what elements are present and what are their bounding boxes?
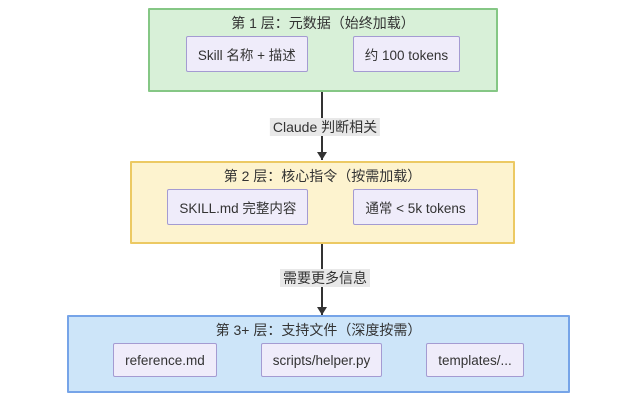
layer-1-nodes-row: Skill 名称 + 描述 约 100 tokens [150, 36, 496, 72]
arrowhead-down-icon [317, 152, 327, 160]
node-scripts-helper-py: scripts/helper.py [260, 343, 383, 377]
layer-3-supporting-files-box: 第 3+ 层：支持文件（深度按需） reference.md scripts/h… [67, 315, 570, 393]
layer-1-metadata-box: 第 1 层：元数据（始终加载） Skill 名称 + 描述 约 100 toke… [148, 8, 498, 92]
node-skill-name-description: Skill 名称 + 描述 [185, 36, 308, 72]
layer-2-nodes-row: SKILL.md 完整内容 通常 < 5k tokens [132, 189, 513, 225]
node-templates: templates/... [426, 343, 524, 377]
node-approx-100-tokens: 约 100 tokens [352, 36, 461, 72]
arrowhead-down-icon [317, 307, 327, 315]
node-skill-md-content: SKILL.md 完整内容 [167, 189, 309, 225]
layer-2-core-instructions-box: 第 2 层：核心指令（按需加载） SKILL.md 完整内容 通常 < 5k t… [130, 161, 515, 244]
node-under-5k-tokens: 通常 < 5k tokens [353, 189, 478, 225]
layer-3-nodes-row: reference.md scripts/helper.py templates… [69, 343, 568, 377]
edge-label-need-more-info: 需要更多信息 [280, 269, 370, 287]
layer-1-title: 第 1 层：元数据（始终加载） [231, 15, 415, 31]
edge-label-claude-relevance: Claude 判断相关 [269, 118, 381, 136]
layer-2-title: 第 2 层：核心指令（按需加载） [223, 168, 422, 184]
node-reference-md: reference.md [113, 343, 217, 377]
layer-3-title: 第 3+ 层：支持文件（深度按需） [215, 322, 422, 338]
